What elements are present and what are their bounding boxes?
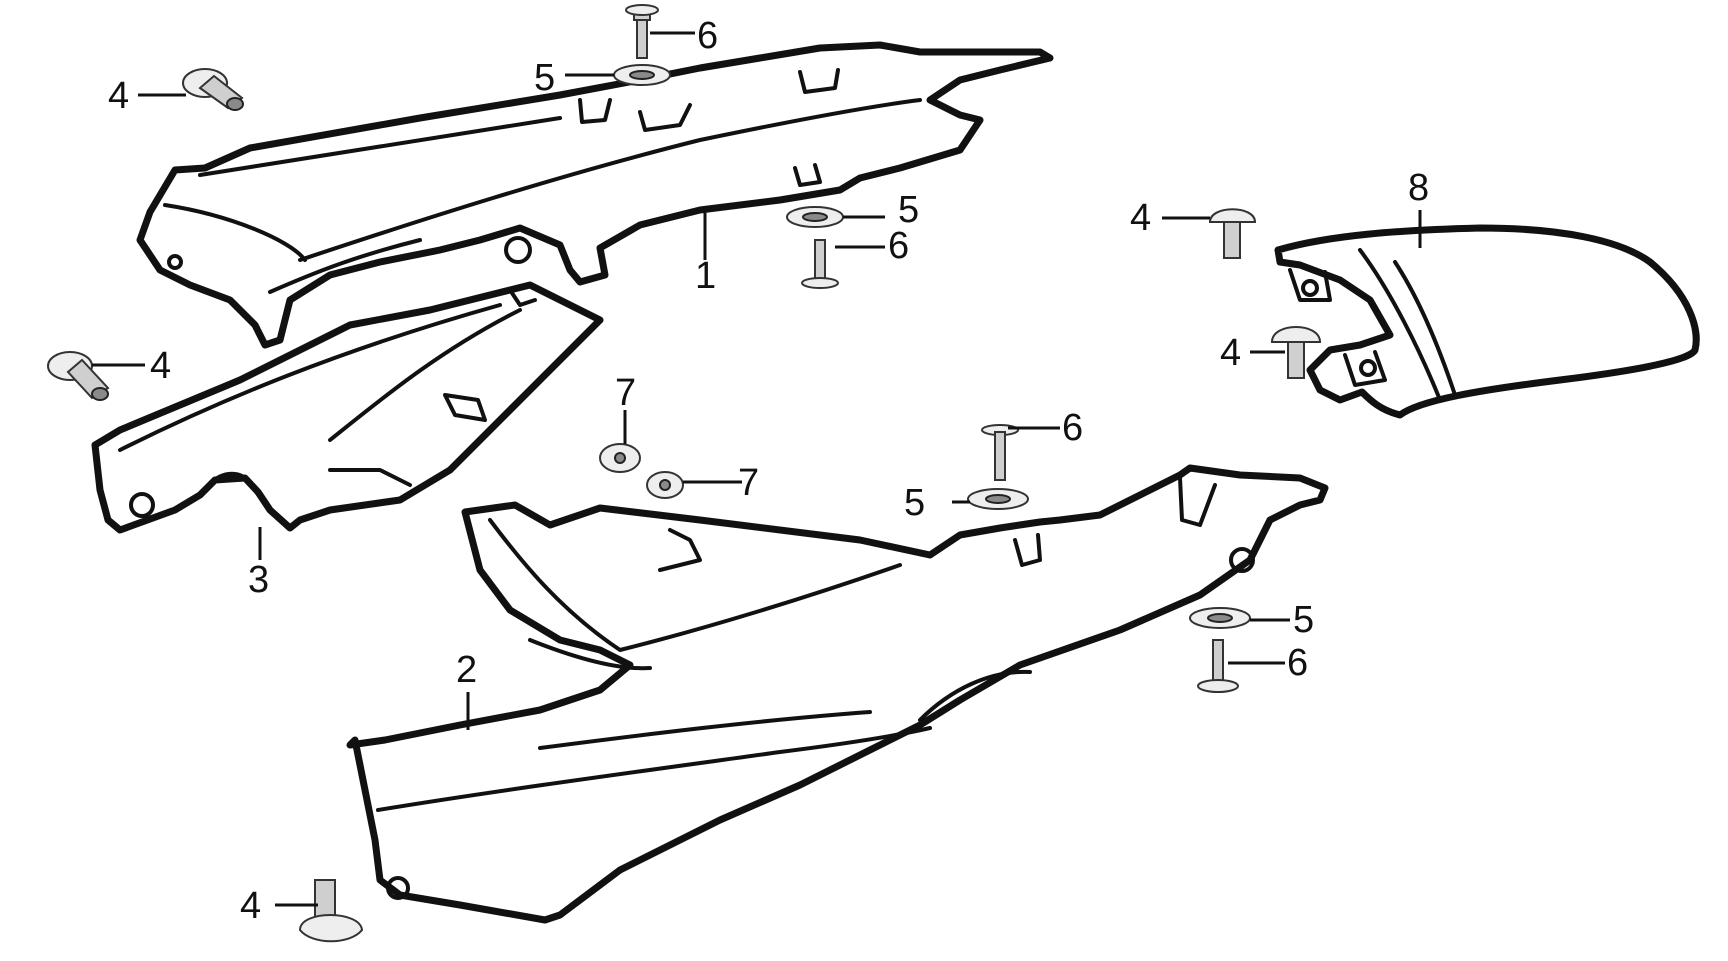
label-part-4-top-left: 4	[108, 75, 129, 117]
label-part-5-mid: 5	[898, 189, 919, 231]
pin-4-top-left	[182, 68, 244, 111]
part-2-lower-side-cover	[346, 464, 1329, 924]
label-part-6-top: 6	[697, 15, 718, 57]
screw-4-bottom	[298, 879, 364, 943]
label-part-4-bottom: 4	[240, 885, 261, 927]
bolt-6-center	[981, 424, 1019, 481]
screw-4-rear-lower	[1270, 326, 1322, 379]
label-part-4-rear-upper: 4	[1130, 197, 1151, 239]
bolt-6-mid	[801, 239, 839, 289]
label-part-6-mid: 6	[888, 225, 909, 267]
callout-labels: 6 5 4 5 6 1 4 8 4 4 7 7 6 5 3 5 6 2 4	[108, 15, 1429, 927]
part-8-rear-tail-cover	[1274, 224, 1700, 419]
label-part-7-lower: 7	[738, 462, 759, 504]
washer-5-mid	[786, 206, 844, 228]
bolt-6-right	[1197, 639, 1239, 693]
label-part-7-upper: 7	[615, 372, 636, 414]
screw-4-rear-upper	[1208, 208, 1257, 259]
washer-5-center	[967, 488, 1029, 510]
label-part-8: 8	[1408, 167, 1429, 209]
label-part-4-rear-lower: 4	[1220, 332, 1241, 374]
label-part-3: 3	[248, 559, 269, 601]
nut-7-lower	[646, 471, 684, 499]
part-3-side-panel	[91, 281, 604, 534]
bolt-6-top	[625, 4, 659, 59]
label-part-2: 2	[456, 649, 477, 691]
label-part-5-top: 5	[534, 57, 555, 99]
label-part-6-center: 6	[1062, 407, 1083, 449]
label-part-5-right: 5	[1293, 599, 1314, 641]
leader-lines	[92, 31, 1422, 907]
part-1-upper-side-cover	[136, 41, 1054, 349]
washer-5-right	[1189, 607, 1251, 629]
label-part-6-right: 6	[1287, 642, 1308, 684]
nut-7-upper	[599, 443, 641, 473]
label-part-1: 1	[695, 255, 716, 297]
label-part-5-center: 5	[904, 482, 925, 524]
pin-4-left	[47, 351, 110, 401]
label-part-4-left: 4	[150, 345, 171, 387]
washer-5-top	[613, 64, 671, 86]
